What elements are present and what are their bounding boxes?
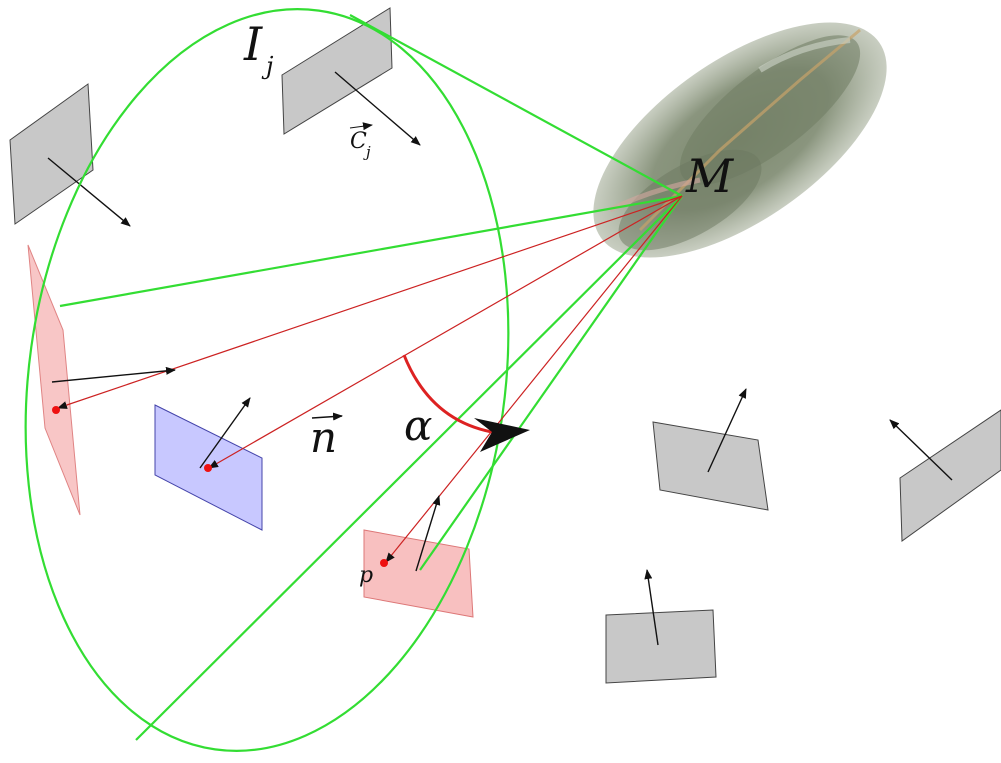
camera-direction-arrow (47, 157, 131, 227)
pixel-point-p (380, 559, 388, 567)
svg-text:n: n (310, 413, 337, 462)
label-image-index: j (261, 52, 274, 80)
label-point-M: M (685, 149, 735, 203)
surface-point (204, 464, 212, 472)
camera-direction-arrow (644, 569, 659, 646)
frustum-ellipse (24, 8, 510, 752)
selected-plane-left (27, 244, 81, 516)
projected-point-left (52, 406, 60, 414)
camera-plane-top-left (9, 83, 131, 227)
label-angle: α (404, 401, 432, 450)
angle-arrowhead (474, 418, 530, 452)
camera-plane-Ij (281, 7, 421, 146)
point-cloud (593, 22, 887, 258)
selected-plane-bottom (363, 529, 474, 618)
camera-plane-right-2 (889, 409, 1001, 542)
svg-text:j: j (363, 143, 371, 161)
angle-arc (402, 354, 493, 434)
camera-direction-arrow-bottom (415, 495, 441, 572)
label-image: I (243, 17, 263, 71)
view-frustum (24, 8, 683, 752)
camera-plane-bottom (605, 569, 717, 684)
camera-direction-arrow-left (51, 366, 176, 383)
svg-text:C: C (350, 129, 367, 154)
camera-direction-arrow-Cj (334, 71, 421, 146)
camera-direction-arrow (889, 419, 953, 481)
surface-normal-arrow (199, 397, 251, 469)
camera-plane-right-1 (652, 388, 769, 511)
surface-plane (154, 397, 263, 531)
camera-direction-arrow (707, 388, 747, 473)
label-camera-direction: C j (349, 122, 373, 161)
label-normal: n (310, 412, 343, 462)
label-pixel: p (359, 563, 373, 588)
